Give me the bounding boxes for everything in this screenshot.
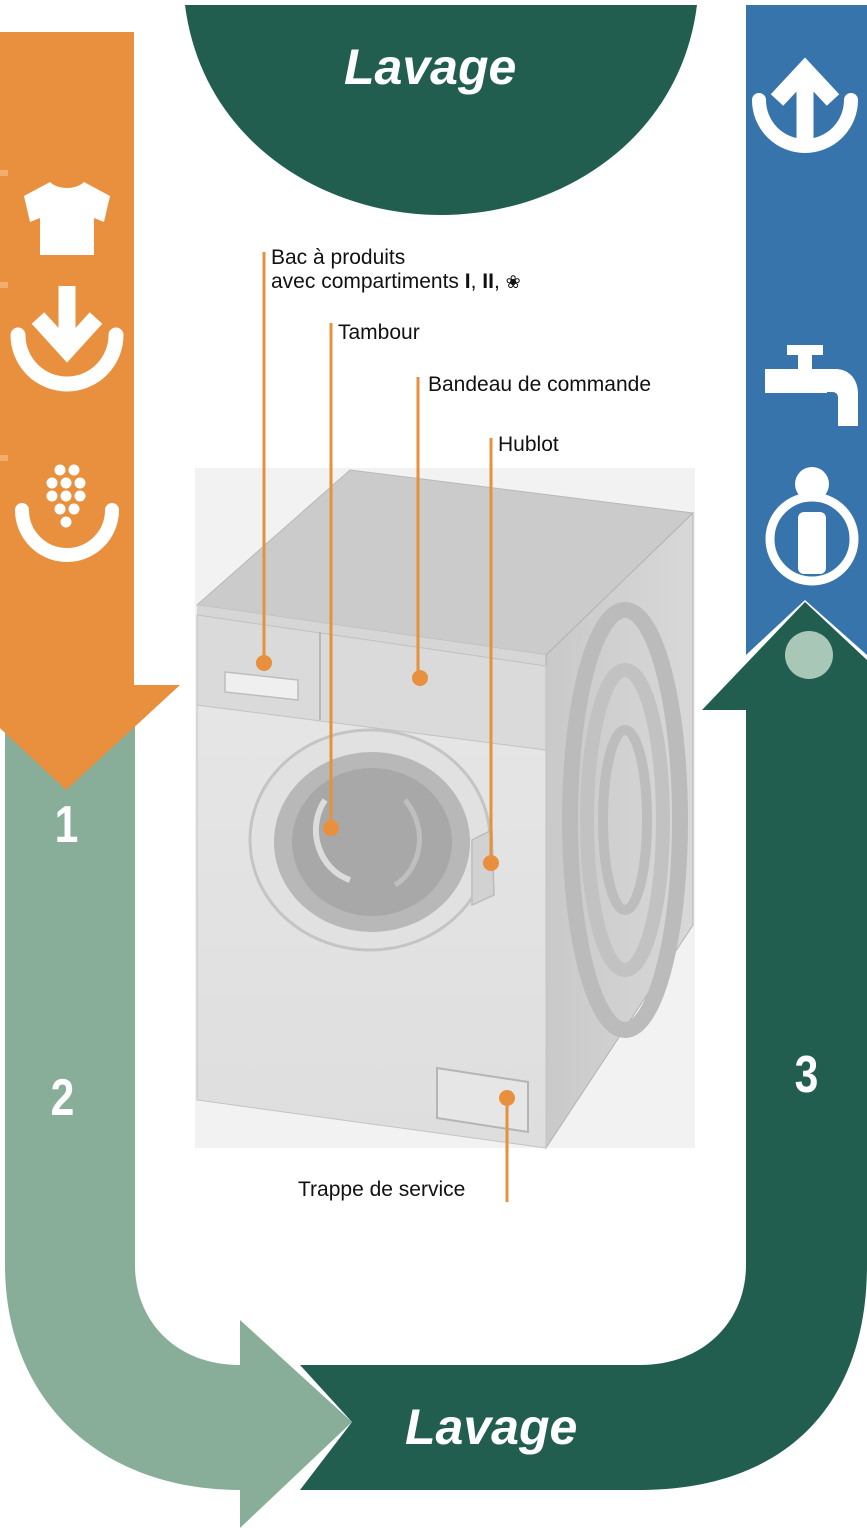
left-separator <box>0 282 8 288</box>
load-arrow-down-icon <box>10 286 124 392</box>
orange-flow-arrow <box>0 32 180 790</box>
dark-green-flow-arrow <box>300 602 867 1490</box>
leader-dots <box>256 655 515 1106</box>
label-drum: Tambour <box>338 321 420 344</box>
step-number-3: 3 <box>794 1046 819 1104</box>
blue-flow-band <box>746 5 867 655</box>
softener-compartment-icon: ❀ <box>505 272 521 292</box>
label-service-flap: Trappe de service <box>298 1178 466 1201</box>
footer-title: Lavage <box>405 1399 578 1455</box>
leader-lines <box>262 252 509 1202</box>
step-number-2: 2 <box>50 1069 75 1127</box>
washing-machine-illustration <box>195 468 695 1150</box>
label-control-panel: Bandeau de commande <box>428 373 651 396</box>
label-detergent-drawer-line2: avec compartiments I, II, ❀ <box>271 270 521 293</box>
label-detergent-drawer: Bac à produits avec compartiments I, II,… <box>271 246 521 294</box>
detergent-icon <box>15 464 119 562</box>
left-separator <box>0 455 8 461</box>
tshirt-icon <box>24 182 110 255</box>
left-separator <box>0 170 8 176</box>
label-detergent-drawer-line1: Bac à produits <box>271 246 406 269</box>
step-indicator-dot <box>785 631 833 679</box>
step-number-1: 1 <box>54 796 79 854</box>
unload-arrow-up-icon <box>752 57 858 153</box>
compartment-1: I <box>464 270 471 293</box>
header-title: Lavage <box>344 39 517 95</box>
water-tap-icon <box>765 345 858 426</box>
compartment-2: II <box>482 270 494 293</box>
info-icon <box>765 467 859 586</box>
light-green-flow <box>5 700 352 1528</box>
header-disc <box>185 5 697 215</box>
label-door: Hublot <box>498 433 559 456</box>
